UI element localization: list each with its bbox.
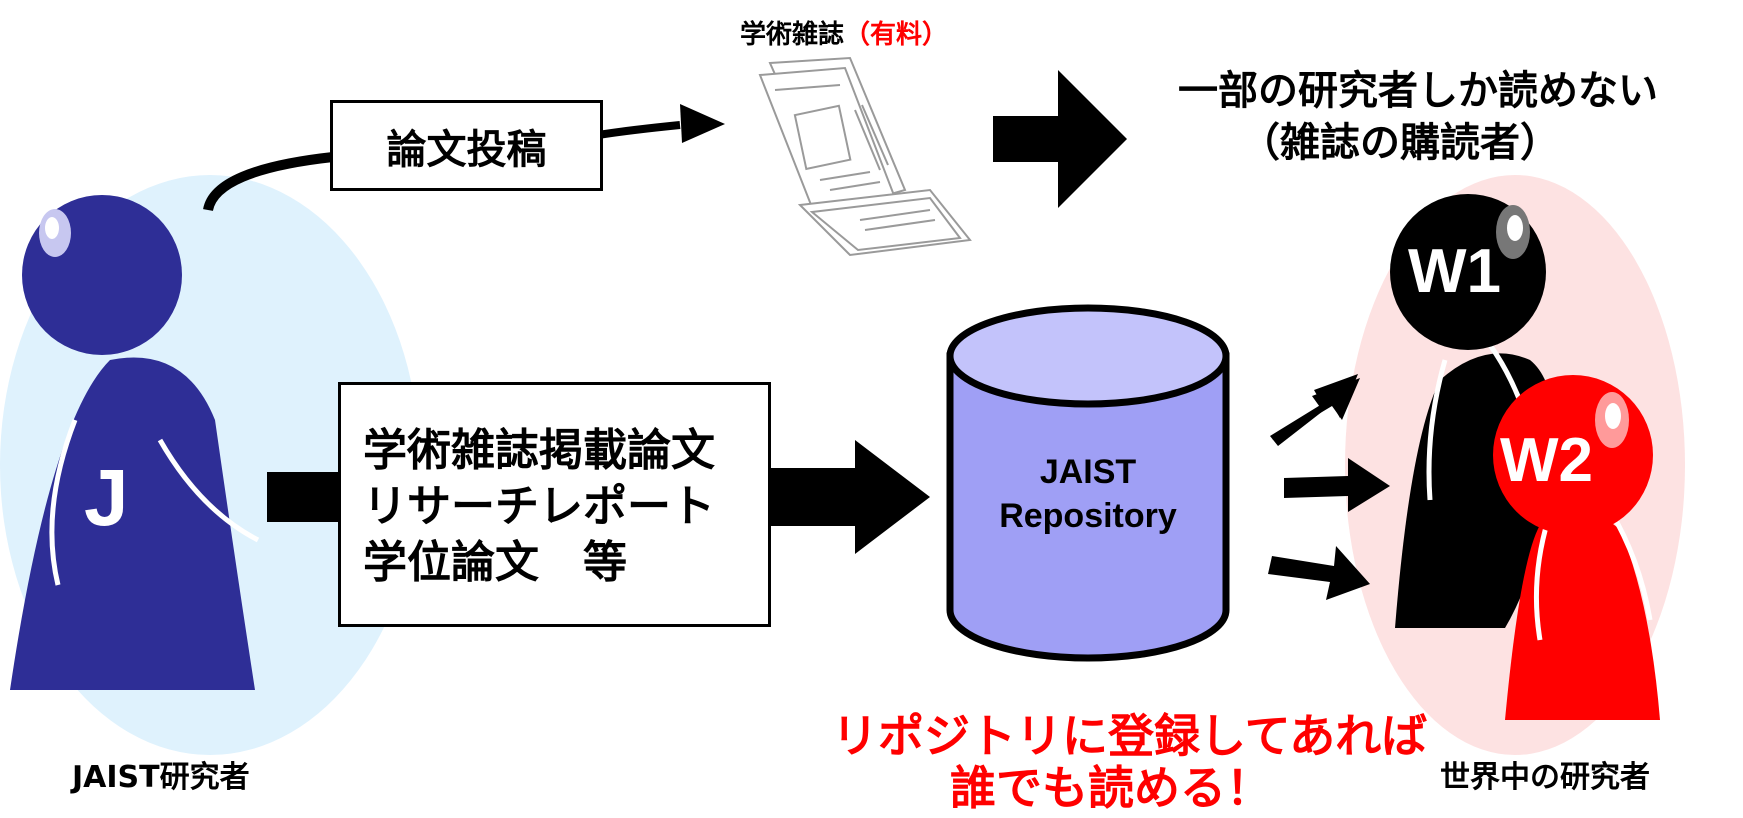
- distribution-arrows: [1268, 374, 1390, 600]
- repository-cylinder: [946, 304, 1230, 662]
- journal-title: 学術雑誌（有料）: [740, 14, 948, 51]
- submission-curve: [203, 152, 334, 212]
- repository-arrow: [768, 440, 930, 554]
- submission-arrow: [597, 104, 725, 143]
- submission-label: 論文投稿: [386, 126, 547, 173]
- deposit-item-theses: 学位論文 等: [363, 537, 627, 588]
- deposit-box: 学術雑誌掲載論文 リサーチレポート 学位論文 等: [338, 382, 771, 627]
- jaist-researcher-caption: JAIST研究者: [72, 760, 250, 795]
- deposit-item-journal-articles: 学術雑誌掲載論文: [363, 425, 715, 476]
- world-researcher-w1-badge: W1: [1408, 237, 1501, 306]
- repository-label-line2: Repository: [999, 497, 1177, 535]
- repository-label-line1: JAIST: [1039, 453, 1137, 491]
- world-researchers-caption: 世界中の研究者: [1440, 760, 1650, 795]
- journal-newspaper-icon: [758, 56, 972, 257]
- jaist-researcher-badge: J: [84, 453, 129, 542]
- open-access-message-line2: 誰でも読める！: [950, 761, 1272, 815]
- open-access-message-line1: リポジトリに登録してあれば: [832, 709, 1428, 763]
- deposit-arrow-tail: [267, 472, 345, 522]
- journal-paid-label: （有料）: [844, 20, 949, 50]
- submission-box: 論文投稿: [330, 100, 603, 191]
- limited-access-arrow: [993, 70, 1127, 208]
- limited-access-line1: 一部の研究者しか読めない: [1178, 68, 1658, 114]
- limited-access-line2: （雑誌の購読者）: [1240, 120, 1560, 166]
- world-researcher-w2-badge: W2: [1500, 426, 1593, 495]
- jaist-researcher-figure: [10, 195, 260, 690]
- journal-title-text: 学術雑誌: [740, 20, 845, 50]
- world-researcher-w2-figure: [1493, 375, 1660, 720]
- deposit-item-research-reports: リサーチレポート: [363, 481, 715, 532]
